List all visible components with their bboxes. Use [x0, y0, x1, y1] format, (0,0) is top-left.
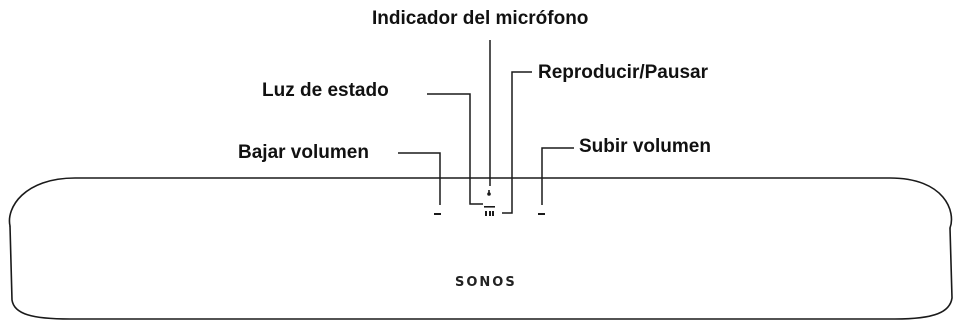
status-light-icon	[484, 206, 495, 208]
label-microphone-indicator: Indicador del micrófono	[372, 8, 589, 29]
sonos-logo: SONOS	[455, 275, 517, 290]
label-volume-down: Bajar volumen	[238, 142, 369, 163]
volume-down-icon[interactable]	[434, 213, 441, 215]
microphone-indicator-icon	[487, 190, 491, 196]
callout-line-play-pause	[502, 71, 532, 214]
label-volume-up: Subir volumen	[579, 136, 711, 157]
callout-line-volume-up	[541, 147, 574, 205]
label-play-pause: Reproducir/Pausar	[538, 62, 708, 83]
callout-line-status-light	[427, 93, 483, 205]
play-pause-icon[interactable]	[485, 211, 494, 216]
label-status-light: Luz de estado	[262, 80, 389, 101]
soundbar-front-body	[9, 225, 953, 320]
callout-line-volume-down	[398, 152, 441, 205]
volume-up-icon[interactable]	[538, 213, 545, 215]
